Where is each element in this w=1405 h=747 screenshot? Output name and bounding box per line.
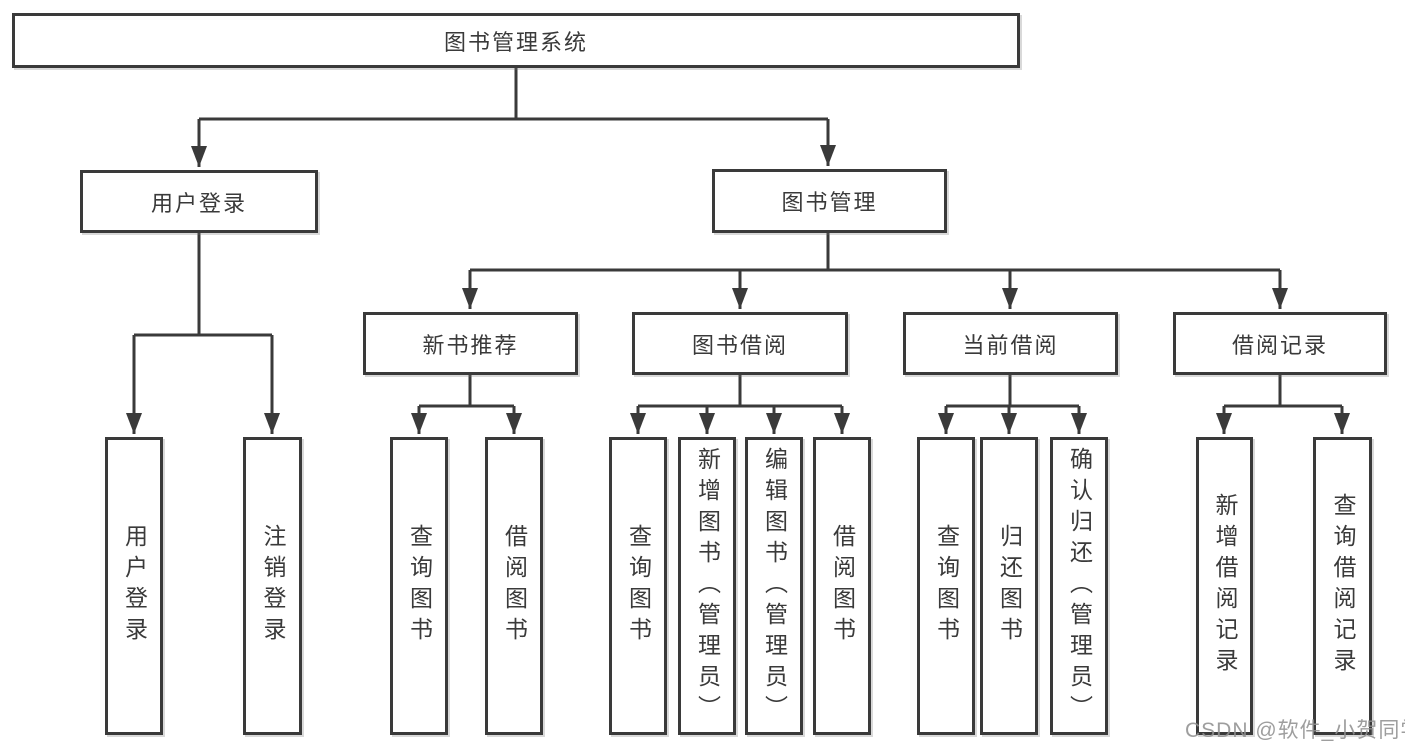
leaf-query-books-bw: 查询图书 [609,437,667,735]
node-root-system: 图书管理系统 [12,13,1020,68]
leaf-return-books: 归还图书 [980,437,1038,735]
edge-records-trunk [1224,375,1342,408]
edge-user-login-trunk [134,233,272,337]
leaf-add-books-admin: 新增图书（管理员） [678,437,736,735]
leaf-borrow-books-bw: 借阅图书 [813,437,871,735]
node-new-book-recommendation: 新书推荐 [363,312,578,375]
edge-new-rec-trunk [419,375,514,408]
leaf-logout: 注销登录 [243,437,302,735]
node-borrowing-records: 借阅记录 [1173,312,1387,375]
node-book-management-branch: 图书管理 [712,169,947,233]
csdn-watermark: CSDN @软件_小贺同学 [1185,719,1405,742]
leaf-borrow-books-nr: 借阅图书 [485,437,543,735]
leaf-add-borrow-record: 新增借阅记录 [1196,437,1253,735]
node-book-borrowing: 图书借阅 [632,312,848,375]
leaf-query-books-cu: 查询图书 [917,437,975,735]
leaf-query-books-nr: 查询图书 [390,437,448,735]
edge-borrow-trunk [638,375,842,408]
leaf-user-login: 用户登录 [105,437,163,735]
leaf-confirm-return-admin: 确认归还（管理员） [1050,437,1108,735]
leaf-query-borrow-record: 查询借阅记录 [1313,437,1372,735]
node-current-borrowing: 当前借阅 [903,312,1118,375]
edge-root-trunk [199,68,828,121]
edge-book-mgmt-trunk [470,233,1280,272]
edge-current-trunk [946,375,1079,408]
leaf-edit-books-admin: 编辑图书（管理员） [745,437,803,735]
node-user-login-branch: 用户登录 [80,170,318,233]
